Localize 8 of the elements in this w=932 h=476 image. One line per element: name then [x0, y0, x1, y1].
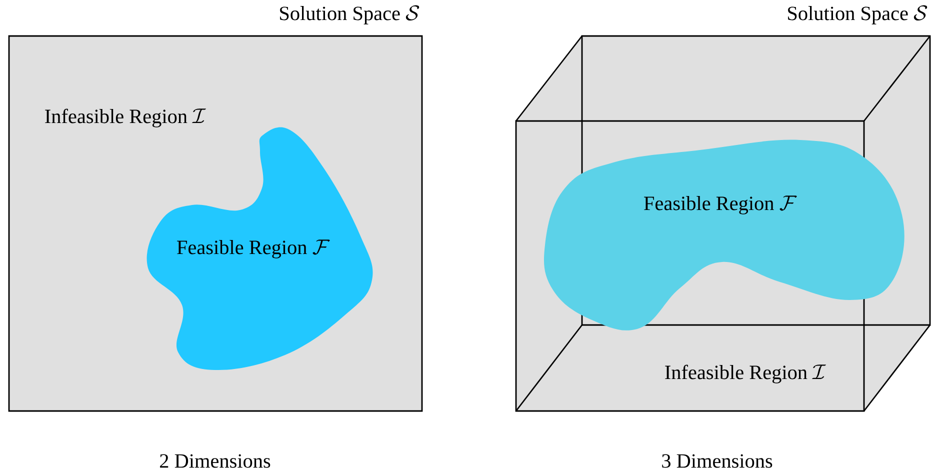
region-label: Infeasible Region $\mathcal{I}$	[45, 108, 206, 128]
dimension-caption: 2 Dimensions	[160, 454, 270, 468]
feasible-region-blob: Feasible Region $\mathcal{F}$	[146, 127, 373, 370]
space-heading: Solution Space $\mathcal{S}$	[280, 5, 420, 24]
dimension-caption: 3 Dimensions	[662, 454, 772, 468]
space-heading: Solution Space $\mathcal{S}$	[788, 5, 928, 24]
region-label: Infeasible Region $\mathcal{I}$	[665, 364, 826, 384]
feasible-region-blob: Feasible Region $\mathcal{F}$	[544, 140, 904, 330]
